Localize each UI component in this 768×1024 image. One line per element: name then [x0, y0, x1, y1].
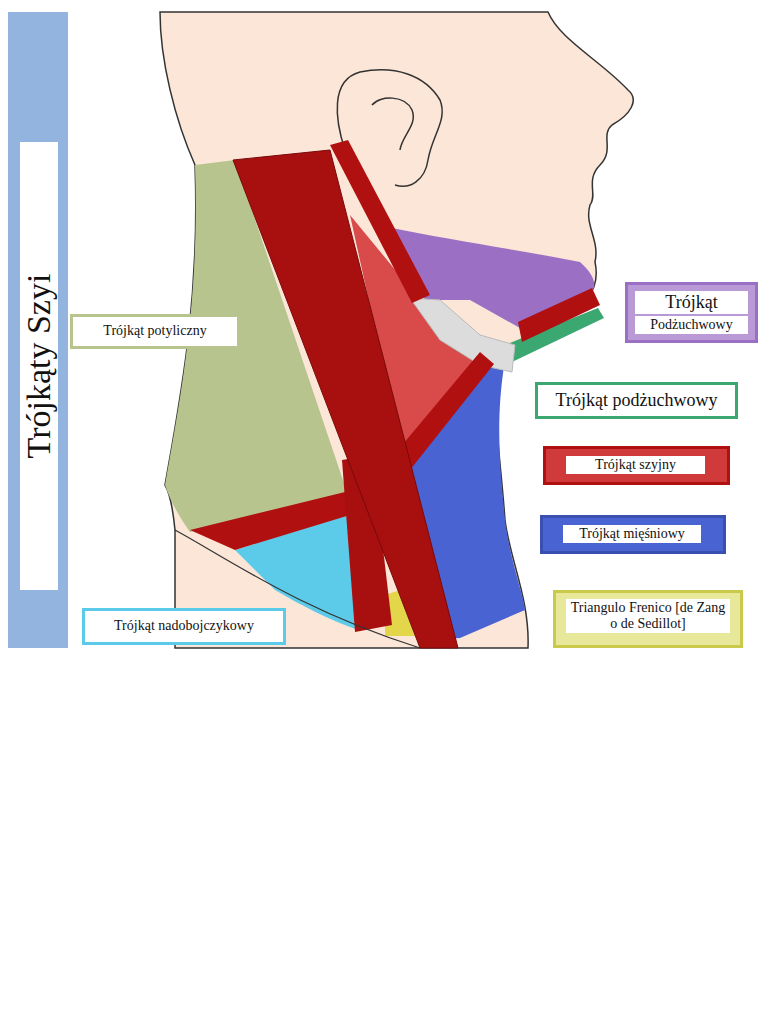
label-box: Trójkąt nadobojczykowy: [82, 608, 286, 645]
label-box: Trójkąt podżuchwowy: [535, 382, 738, 419]
label-text: Trójkąt potyliczny: [81, 322, 229, 340]
label-text: Podżuchwowy: [635, 316, 748, 334]
label-text: Trójkąt mięśniowy: [563, 525, 701, 543]
omohyoid-inferior: [190, 492, 350, 550]
title-box: Trójkąty Szyi: [20, 142, 58, 590]
label-text: Trójkąt szyjny: [566, 456, 705, 474]
label-text: Trójkąt nadobojczykowy: [93, 617, 275, 635]
label-box: Trójkąt potyliczny: [70, 314, 240, 349]
title-bar: [8, 12, 68, 648]
label-text: Trójkąt podżuchwowy: [544, 389, 729, 412]
label-text: Triangulo Frenico [de Zang o de Sedillot…: [566, 599, 730, 633]
label-box: Trójkąt mięśniowy: [540, 515, 726, 554]
label-box: Triangulo Frenico [de Zang o de Sedillot…: [553, 590, 743, 648]
label-box: TrójkątPodżuchwowy: [625, 282, 758, 343]
label-box: Trójkąt szyjny: [543, 446, 730, 485]
label-text: Trójkąt: [635, 291, 748, 314]
digastric-anterior: [518, 288, 600, 342]
title-text: Trójkąty Szyi: [20, 274, 58, 459]
omohyoid-superior: [398, 352, 494, 470]
hyoid-tendon: [410, 298, 515, 372]
scm-muscle: [233, 150, 458, 648]
